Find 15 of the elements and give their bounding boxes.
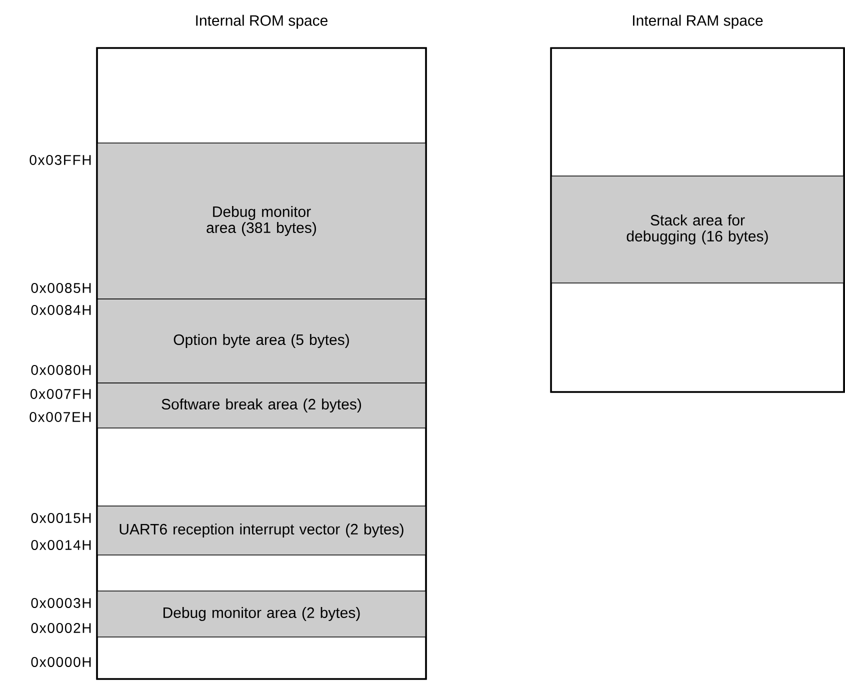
memory-area: Option byte area (5 bytes): [96, 298, 426, 384]
memory-area: Stack area for debugging (16 bytes): [550, 176, 844, 284]
address-label: 0x0084H: [31, 305, 91, 315]
address-label: 0x007EH: [30, 412, 91, 422]
address-label: 0x0080H: [31, 365, 91, 375]
space-heading: Internal RAM space: [633, 14, 763, 29]
space-heading: Internal ROM space: [196, 14, 328, 29]
address-label: 0x007FH: [30, 389, 91, 399]
memory-area: Debug monitor area (2 bytes): [96, 590, 426, 638]
address-label: 0x0085H: [31, 283, 91, 293]
memory-area: UART6 reception interrupt vector (2 bytes): [96, 506, 426, 556]
memory-area: Software break area (2 bytes): [96, 382, 426, 428]
address-label: 0x0000H: [31, 657, 91, 667]
memory-area: Debug monitor area (381 bytes): [96, 142, 426, 300]
address-label: 0x0014H: [31, 540, 91, 550]
